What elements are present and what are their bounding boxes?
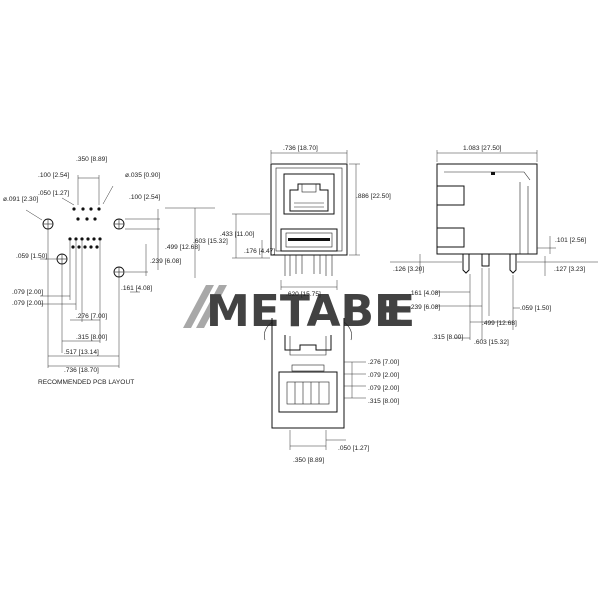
side-dim-603: .603 [15.32] <box>474 339 509 346</box>
bottom-dim-315: .315 [8.00] <box>368 398 399 405</box>
pcb-dimension-labels: .350 [8.89] .100 [2.54] .050 [1.27] ø.03… <box>3 156 228 386</box>
front-dim-433: .433 [11.00] <box>220 231 255 238</box>
bottom-dim-276: .276 [7.00] <box>368 359 399 366</box>
side-latch-bottom <box>437 227 465 248</box>
watermark: METABE E <box>183 285 415 337</box>
front-view: .736 [18.70] .886 [22.50] .433 [11.00] .… <box>220 145 391 298</box>
side-view: 1.083 [27.50] .101 [2.56] .126 [3.20] .1… <box>390 145 598 346</box>
pcb-layout-caption: RECOMMENDED PCB LAYOUT <box>38 379 134 386</box>
pcb-mounting-holes <box>42 218 125 278</box>
rj45-port <box>283 173 335 215</box>
side-dim-239: .239 [6.08] <box>409 304 440 311</box>
pcb-dim-phi035: ø.035 [0.90] <box>125 172 160 179</box>
side-pins <box>462 254 517 274</box>
side-dim-161: .161 [4.08] <box>409 290 440 297</box>
side-dim-499: .499 [12.68] <box>482 320 517 327</box>
pcb-dim-079b: .079 [2.00] <box>12 300 43 307</box>
pcb-dim-276: .276 [7.00] <box>76 313 107 320</box>
front-dimension-lines <box>232 150 360 290</box>
watermark-slash-1 <box>183 285 214 328</box>
watermark-text: METABE <box>206 286 404 337</box>
pcb-dim-499: .499 [12.68] <box>165 244 200 251</box>
pcb-layout-view: .350 [8.89] .100 [2.54] .050 [1.27] ø.03… <box>3 156 228 386</box>
pcb-dim-phi091: ø.091 [2.30] <box>3 196 38 203</box>
pcb-dim-350: .350 [8.89] <box>76 156 107 163</box>
front-pins <box>284 255 333 276</box>
pcb-signal-holes <box>68 207 102 249</box>
side-dim-101: .101 [2.56] <box>555 237 586 244</box>
side-dim-1083: 1.083 [27.50] <box>463 145 502 152</box>
pcb-dim-161: .161 [4.08] <box>121 285 152 292</box>
front-housing <box>270 163 348 256</box>
side-dim-126: .126 [3.20] <box>393 266 424 273</box>
bottom-dim-350: .350 [8.89] <box>293 457 324 464</box>
bottom-dimension-lines <box>289 361 366 450</box>
pcb-dim-100b: .100 [2.54] <box>129 194 160 201</box>
front-dim-176: .176 [4.47] <box>244 248 275 255</box>
bottom-dim-050: .050 [1.27] <box>338 445 369 452</box>
watermark-accent-letter: E <box>385 286 415 337</box>
side-dim-315: .315 [8.00] <box>432 334 463 341</box>
pcb-dim-050: .050 [1.27] <box>38 190 69 197</box>
pcb-dim-736: .736 [18.70] <box>64 367 99 374</box>
pcb-dimension-lines <box>25 175 215 368</box>
side-dimension-lines <box>390 150 598 340</box>
usb-port <box>280 228 338 252</box>
bottom-dim-079b: .079 [2.00] <box>368 385 399 392</box>
pcb-dim-239: .239 [6.08] <box>150 258 181 265</box>
side-dim-127: .127 [3.23] <box>554 266 585 273</box>
side-dim-059: .059 [1.50] <box>520 305 551 312</box>
pcb-dim-100a: .100 [2.54] <box>38 172 69 179</box>
pcb-dim-079a: .079 [2.00] <box>12 289 43 296</box>
front-dim-736: .736 [18.70] <box>283 145 318 152</box>
front-dim-620: .620 [15.75] <box>286 291 321 298</box>
pcb-dim-603: .603 [15.32] <box>193 238 228 245</box>
front-dim-886: .886 [22.50] <box>356 193 391 200</box>
bottom-outline <box>271 318 345 429</box>
pcb-dim-517: .517 [13.14] <box>64 349 99 356</box>
watermark-slash-2 <box>196 285 227 328</box>
pcb-dim-059: .059 [1.50] <box>16 253 47 260</box>
bottom-view: .276 [7.00] .079 [2.00] .079 [2.00] .315… <box>264 318 399 464</box>
bottom-dim-079a: .079 [2.00] <box>368 372 399 379</box>
side-latch-top <box>437 185 465 206</box>
pcb-dim-315: .315 [8.00] <box>76 334 107 341</box>
side-housing <box>436 163 538 255</box>
